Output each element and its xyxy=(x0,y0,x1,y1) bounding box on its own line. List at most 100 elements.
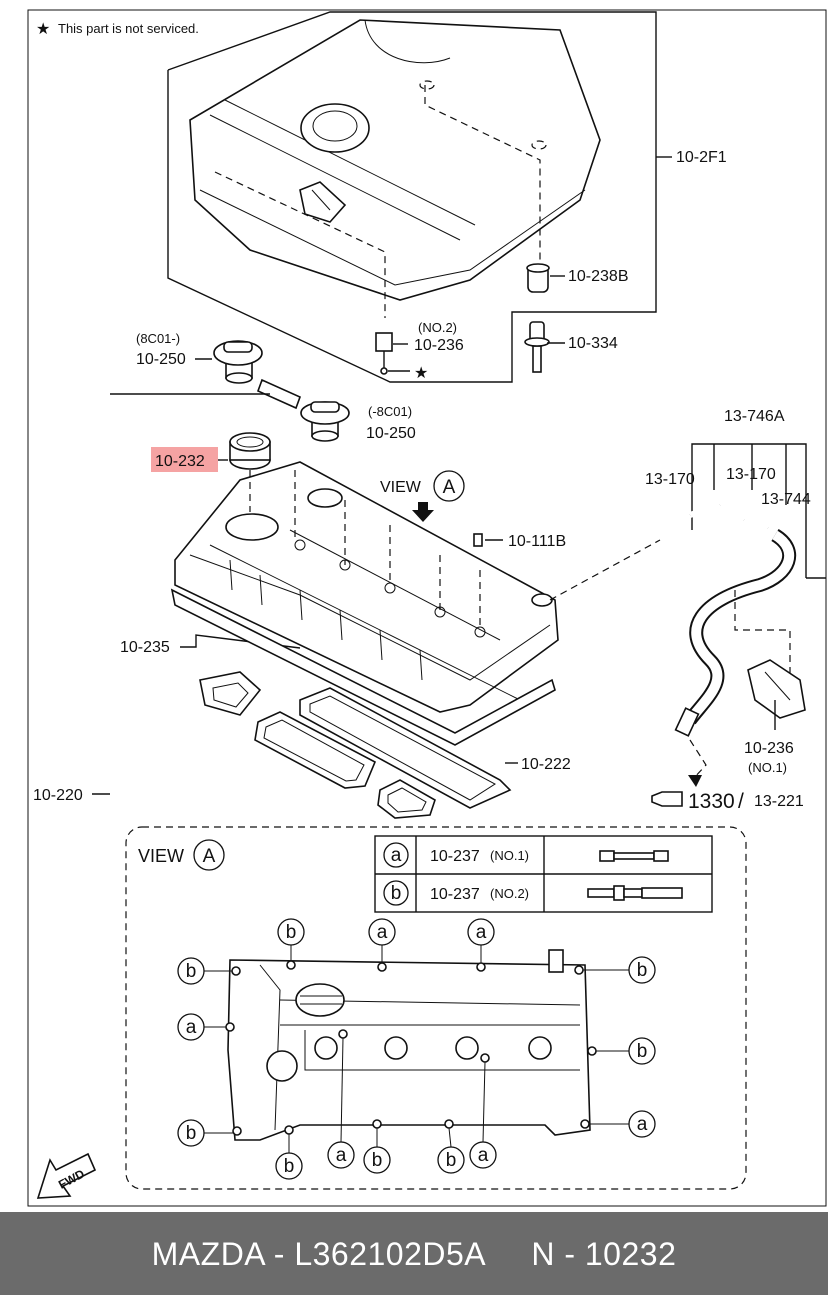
direction-arrow xyxy=(256,378,302,410)
svg-text:b: b xyxy=(446,1150,457,1171)
label-13-744: 13-744 xyxy=(761,491,811,508)
label-10-220: 10-220 xyxy=(33,787,83,804)
legend-note-b: (NO.2) xyxy=(490,886,529,901)
label-10-232: 10-232 xyxy=(155,453,205,470)
oil-cap-right xyxy=(300,401,350,442)
plug-hole-gaskets xyxy=(199,671,436,819)
callout-a: a xyxy=(177,1013,205,1041)
parts-diagram: ★ This part is not serviced. 10-2F1 10-2… xyxy=(27,9,827,1207)
callout-a: a xyxy=(628,1110,656,1138)
note-star: ★ xyxy=(36,21,50,38)
ref-1330: 1330 xyxy=(688,790,735,813)
label-no1-right: (NO.1) xyxy=(748,760,787,775)
callout-a: a xyxy=(327,1141,355,1169)
head-cover-top-view xyxy=(225,949,597,1141)
label-13-746a: 13-746A xyxy=(724,408,785,425)
callout-b: b xyxy=(437,1146,465,1174)
svg-text:b: b xyxy=(637,1041,648,1062)
bolt-no1-icon xyxy=(599,850,669,862)
view-a-label-top: VIEW xyxy=(380,479,422,496)
hose-dash-link xyxy=(549,539,661,601)
svg-text:a: a xyxy=(336,1145,347,1166)
svg-text:b: b xyxy=(186,1123,197,1144)
svg-text:a: a xyxy=(478,1145,489,1166)
label-8c01-right: (-8C01) xyxy=(368,404,412,419)
label-13-170-b: 13-170 xyxy=(726,466,776,483)
clip-10-236-no2 xyxy=(375,332,393,375)
label-10-222: 10-222 xyxy=(521,756,571,773)
label-10-250-right: 10-250 xyxy=(366,425,416,442)
svg-text:b: b xyxy=(286,922,297,943)
hose-clip-10-236-no1 xyxy=(747,659,806,730)
footer-gap xyxy=(484,1236,531,1272)
cover-group-outline xyxy=(167,11,657,383)
legend-part-b: 10-237 xyxy=(430,886,480,903)
label-13-170-a: 13-170 xyxy=(645,471,695,488)
callout-b: b xyxy=(177,957,205,985)
view-arrow xyxy=(412,502,434,522)
hose-arrow xyxy=(688,775,702,787)
svg-text:a: a xyxy=(476,922,487,943)
footer-sep: - xyxy=(264,1236,295,1272)
note-text: This part is not serviced. xyxy=(58,21,199,36)
svg-text:a: a xyxy=(637,1114,648,1135)
label-10-334: 10-334 xyxy=(568,335,618,352)
ref-slash: / xyxy=(738,790,744,813)
svg-text:b: b xyxy=(284,1156,295,1177)
cylinder-head-cover xyxy=(174,461,559,713)
bolt-legend-table: a 10-237 (NO.1) b 10-237 (NO.2) xyxy=(374,835,713,913)
label-no2-top: (NO.2) xyxy=(418,320,457,335)
label-10-238b: 10-238B xyxy=(568,268,629,285)
highlight-10-232 xyxy=(151,447,218,472)
hand-pointer-icon xyxy=(651,791,683,807)
view-a-label-panel: VIEW xyxy=(138,846,184,866)
legend-key-a: a xyxy=(391,845,402,866)
callout-b: b xyxy=(275,1152,303,1180)
callout-a: a xyxy=(469,1141,497,1169)
label-10-2f1: 10-2F1 xyxy=(676,149,727,166)
grommet-10-238b xyxy=(526,263,550,293)
callout-a: a xyxy=(467,918,495,946)
callout-b: b xyxy=(363,1146,391,1174)
view-a-letter-top: A xyxy=(443,477,456,498)
bolt-no2-icon xyxy=(587,885,683,901)
callout-b: b xyxy=(628,956,656,984)
callout-leaders xyxy=(204,945,629,1153)
view-a-letter-panel: A xyxy=(203,846,216,867)
head-cover-gasket xyxy=(170,588,556,809)
callout-b: b xyxy=(177,1119,205,1147)
label-10-236-right: 10-236 xyxy=(744,740,794,757)
svg-text:a: a xyxy=(186,1017,197,1038)
label-10-236-top: 10-236 xyxy=(414,337,464,354)
ref-13-221: 13-221 xyxy=(754,793,804,810)
callout-b: b xyxy=(277,918,305,946)
footer-text: MAZDA - L362102D5A N - 10232 xyxy=(0,1236,828,1273)
legend-part-a: 10-237 xyxy=(430,848,480,865)
label-10-235: 10-235 xyxy=(120,639,170,656)
stud-10-334 xyxy=(524,321,550,373)
view-a-circle-panel xyxy=(193,839,225,871)
engine-cover xyxy=(189,19,601,318)
callout-b: b xyxy=(628,1037,656,1065)
footer-bar: MAZDA - L362102D5A N - 10232 xyxy=(0,1212,828,1295)
svg-text:b: b xyxy=(186,961,197,982)
oil-filler-seal xyxy=(229,432,271,470)
callout-a: a xyxy=(368,918,396,946)
footer-ref: N - 10232 xyxy=(531,1236,677,1272)
view-a-panel xyxy=(125,826,747,1190)
label-8c01-left: (8C01-) xyxy=(136,331,180,346)
svg-text:b: b xyxy=(637,960,648,981)
legend-key-b: b xyxy=(391,883,402,904)
legend-note-a: (NO.1) xyxy=(490,848,529,863)
footer-part-number: L362102D5A xyxy=(294,1236,485,1272)
view-a-circle-top xyxy=(433,470,465,502)
svg-text:a: a xyxy=(377,922,388,943)
fwd-arrow: FWD xyxy=(36,1152,97,1199)
svg-text:b: b xyxy=(372,1150,383,1171)
bracket-13-746a xyxy=(691,443,807,578)
star-marker: ★ xyxy=(414,365,428,382)
stud-10-111b xyxy=(473,533,483,547)
label-10-250-left: 10-250 xyxy=(136,351,186,368)
hose-dash-down xyxy=(689,739,707,781)
outer-frame xyxy=(27,9,827,1207)
